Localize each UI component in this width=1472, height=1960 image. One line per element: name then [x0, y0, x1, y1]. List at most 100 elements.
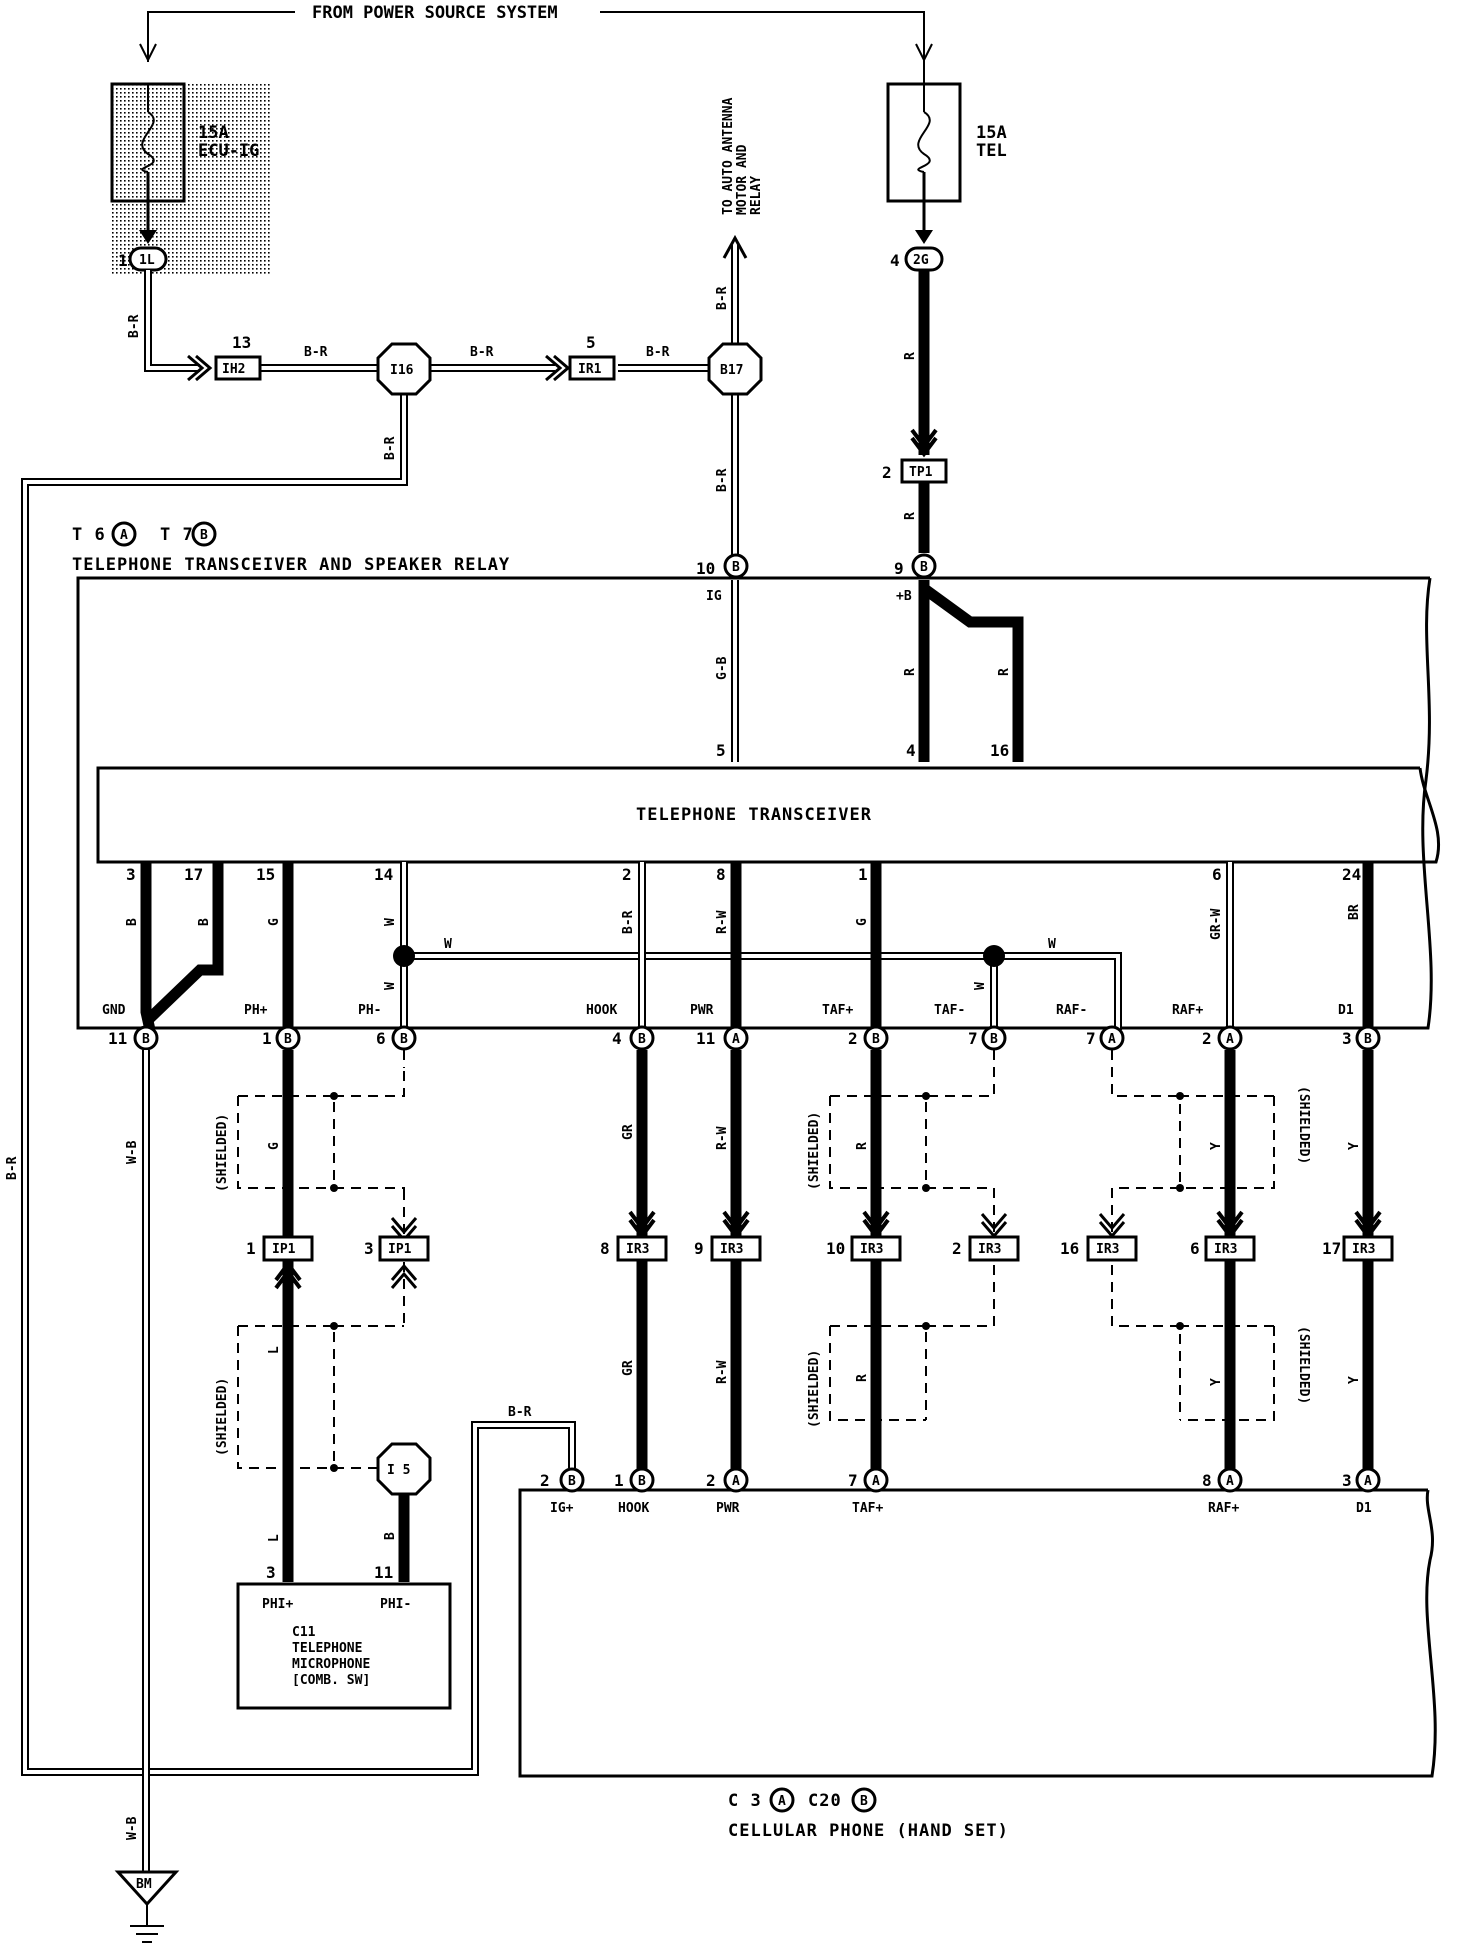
svg-text:B: B: [638, 1474, 646, 1489]
svg-text:7: 7: [848, 1471, 858, 1490]
svg-text:IH2: IH2: [222, 362, 245, 377]
svg-text:6: 6: [1190, 1239, 1200, 1258]
svg-text:GR: GR: [621, 1360, 636, 1376]
svg-text:W: W: [383, 918, 398, 926]
svg-text:PWR: PWR: [716, 1501, 740, 1516]
svg-text:R-W: R-W: [715, 910, 730, 934]
svg-text:A: A: [778, 1794, 786, 1809]
svg-text:8: 8: [716, 865, 726, 884]
svg-text:11: 11: [374, 1563, 393, 1582]
svg-text:(SHIELDED): (SHIELDED): [1296, 1086, 1311, 1164]
svg-text:B: B: [920, 560, 928, 575]
svg-text:9: 9: [694, 1239, 704, 1258]
svg-text:PH-: PH-: [358, 1003, 381, 1018]
svg-text:11: 11: [108, 1029, 127, 1048]
svg-text:Y: Y: [1209, 1142, 1224, 1150]
svg-text:B: B: [1364, 1032, 1372, 1047]
lower-wires: W-B W-B G L L B (SHIELDED) (SHIELDED) G: [125, 1050, 1382, 1872]
svg-text:13: 13: [232, 333, 251, 352]
svg-text:TAF+: TAF+: [852, 1501, 883, 1516]
svg-text:+B: +B: [896, 589, 912, 604]
svg-text:B-R: B-R: [304, 345, 328, 360]
svg-text:IR3: IR3: [720, 1242, 743, 1257]
svg-text:R: R: [903, 352, 918, 360]
transceiver-block: T 6 A T 7 B TELEPHONE TRANSCEIVER AND SP…: [72, 521, 1441, 1030]
svg-text:IP1: IP1: [388, 1242, 412, 1257]
svg-text:(SHIELDED): (SHIELDED): [215, 1378, 230, 1456]
svg-text:B: B: [860, 1794, 868, 1809]
svg-text:IR3: IR3: [1214, 1242, 1237, 1257]
svg-text:2: 2: [622, 865, 632, 884]
svg-text:17: 17: [1322, 1239, 1341, 1258]
cellular-ref-a: C 3: [728, 1791, 762, 1811]
svg-text:B-R: B-R: [715, 286, 730, 310]
svg-text:A: A: [1226, 1032, 1234, 1047]
svg-text:B-R: B-R: [470, 345, 494, 360]
svg-text:I16: I16: [390, 363, 414, 378]
svg-text:B-R: B-R: [508, 1405, 532, 1420]
cellular-ref-b: C20: [808, 1791, 842, 1811]
svg-text:A: A: [732, 1474, 740, 1489]
svg-text:B: B: [638, 1032, 646, 1047]
ground-bm: BM: [114, 1870, 180, 1943]
svg-text:(SHIELDED): (SHIELDED): [807, 1350, 822, 1428]
svg-text:15: 15: [256, 865, 275, 884]
svg-text:3: 3: [1342, 1029, 1352, 1048]
svg-text:4: 4: [906, 741, 916, 760]
svg-text:14: 14: [374, 865, 393, 884]
transceiver-bottom-connectors: 11 B 1 B 6 B 4 B 11 A 2 B 7 B 7 A 2 A 3 …: [108, 1025, 1381, 1051]
svg-text:B: B: [732, 560, 740, 575]
b17-connector: B17: [707, 342, 763, 396]
svg-text:IP1: IP1: [272, 1242, 296, 1257]
tel-pin-number: 4: [890, 251, 900, 270]
svg-text:HOOK: HOOK: [618, 1501, 649, 1516]
svg-text:C11: C11: [292, 1625, 316, 1640]
svg-text:4: 4: [612, 1029, 622, 1048]
svg-text:10: 10: [696, 559, 715, 578]
fuse-tel-name: TEL: [976, 141, 1007, 161]
svg-text:PWR: PWR: [690, 1003, 714, 1018]
svg-text:1: 1: [858, 865, 868, 884]
svg-text:2: 2: [706, 1471, 716, 1490]
svg-text:Y: Y: [1209, 1378, 1224, 1386]
svg-text:17: 17: [184, 865, 203, 884]
svg-text:R: R: [903, 512, 918, 520]
svg-text:B: B: [383, 1532, 398, 1540]
r-battery-wire: R R R R: [903, 270, 1024, 762]
svg-text:PHI+: PHI+: [262, 1597, 293, 1612]
svg-text:A: A: [1108, 1032, 1116, 1047]
svg-text:2: 2: [882, 463, 892, 482]
microphone-box: 3 11 PHI+ PHI- C11 TELEPHONE MICROPHONE …: [236, 1563, 452, 1710]
svg-text:A: A: [872, 1474, 880, 1489]
svg-text:16: 16: [1060, 1239, 1079, 1258]
svg-text:IG: IG: [706, 589, 722, 604]
svg-text:B17: B17: [720, 363, 743, 378]
svg-text:TP1: TP1: [909, 465, 933, 480]
svg-text:2: 2: [952, 1239, 962, 1258]
svg-text:24: 24: [1342, 865, 1361, 884]
svg-text:PH+: PH+: [244, 1003, 268, 1018]
svg-text:BM: BM: [136, 1877, 152, 1892]
svg-text:R: R: [855, 1374, 870, 1382]
fuse-icon: [141, 111, 155, 173]
svg-text:G: G: [267, 1142, 282, 1150]
i16-connector: I16: [376, 342, 432, 396]
svg-text:IR3: IR3: [1096, 1242, 1119, 1257]
svg-text:B: B: [200, 528, 208, 543]
svg-text:B-R: B-R: [127, 314, 142, 338]
svg-text:5: 5: [586, 333, 596, 352]
svg-text:W: W: [973, 982, 988, 990]
power-source-line: FROM POWER SOURCE SYSTEM: [139, 3, 933, 63]
svg-text:BR: BR: [1347, 904, 1362, 920]
svg-text:Y: Y: [1347, 1142, 1362, 1150]
svg-text:16: 16: [990, 741, 1009, 760]
svg-text:IG+: IG+: [550, 1501, 574, 1516]
transceiver-internal-wires: 3 17 15 14 2 8 1 6 24 B B G W W W W W B-…: [102, 862, 1374, 1032]
svg-text:PHI-: PHI-: [380, 1597, 411, 1612]
svg-text:GR-W: GR-W: [1209, 909, 1224, 940]
svg-text:(SHIELDED): (SHIELDED): [215, 1114, 230, 1192]
svg-text:HOOK: HOOK: [586, 1003, 617, 1018]
svg-text:3: 3: [266, 1563, 276, 1582]
ecu-pin-number: 1: [118, 251, 128, 270]
transceiver-inner-name: TELEPHONE TRANSCEIVER: [636, 805, 872, 825]
